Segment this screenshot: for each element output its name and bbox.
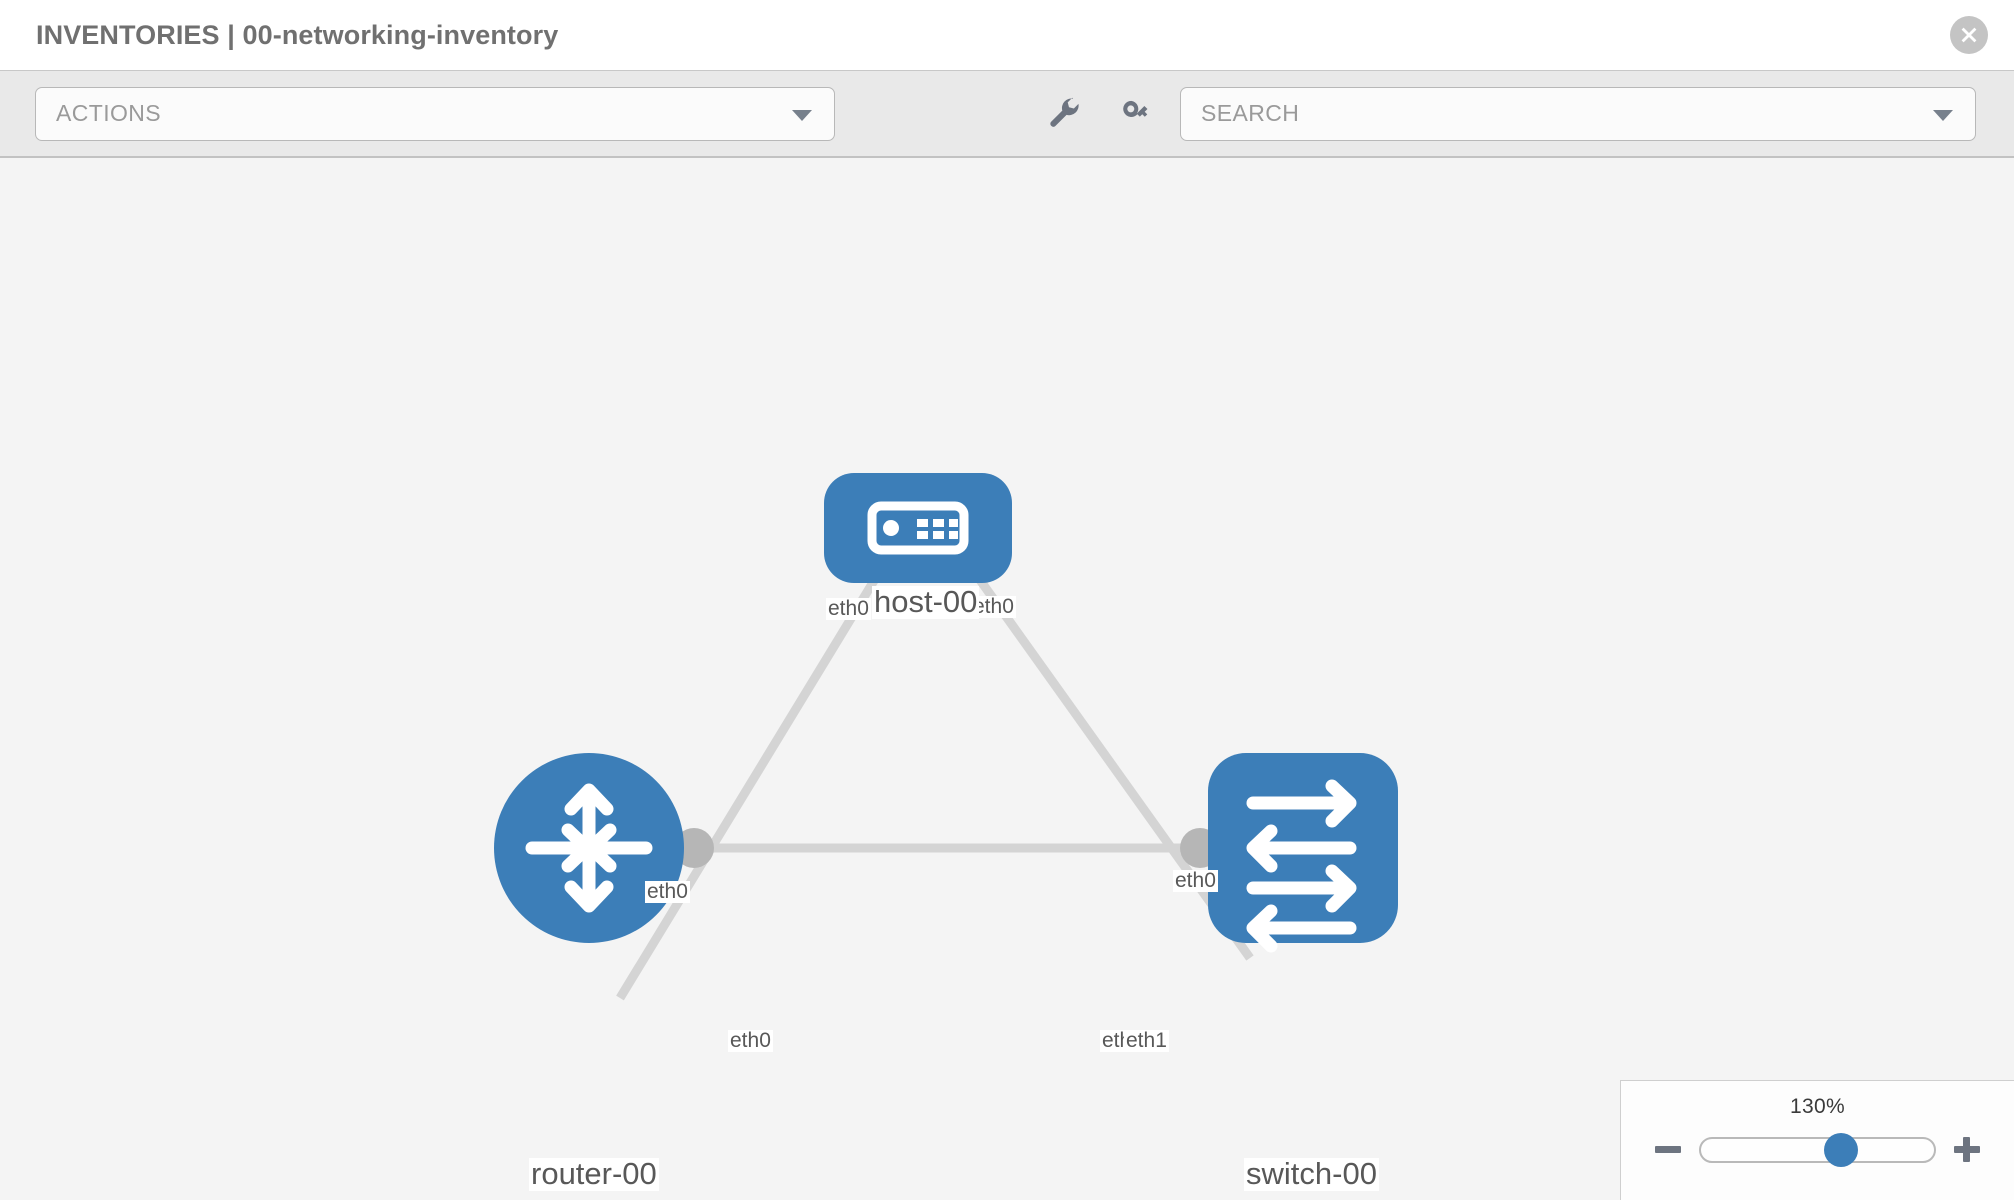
node-label-switch-00: switch-00 xyxy=(1244,1156,1379,1191)
node-label-host-00: host-00 xyxy=(872,584,980,619)
chevron-down-icon xyxy=(1933,109,1953,121)
interface-label: eth0 xyxy=(826,597,871,621)
page-title: INVENTORIES | 00-networking-inventory xyxy=(36,19,559,50)
page-header: INVENTORIES | 00-networking-inventory xyxy=(0,0,2014,70)
router-icon xyxy=(525,783,653,913)
zoom-in-button[interactable] xyxy=(1950,1133,1984,1167)
interface-label: eth0 xyxy=(1173,869,1218,893)
zoom-slider-row xyxy=(1621,1133,2014,1167)
zoom-out-button[interactable] xyxy=(1651,1133,1685,1167)
toolbar: ACTIONS SEARCH xyxy=(0,70,2014,158)
node-label-router-00: router-00 xyxy=(529,1156,659,1191)
zoom-slider[interactable] xyxy=(1699,1133,1936,1167)
actions-dropdown-label: ACTIONS xyxy=(56,100,162,126)
zoom-control-panel: 130% xyxy=(1620,1080,2014,1200)
endpoint-router-eth0 xyxy=(674,828,714,868)
search-input[interactable]: SEARCH xyxy=(1180,86,1976,141)
node-router-00 xyxy=(494,753,684,943)
switch-icon xyxy=(1246,779,1357,953)
zoom-slider-thumb[interactable] xyxy=(1823,1133,1858,1167)
search-placeholder: SEARCH xyxy=(1201,100,1300,126)
chevron-down-icon xyxy=(792,109,812,121)
close-icon[interactable] xyxy=(1950,16,1988,54)
node-host-00 xyxy=(824,473,1012,583)
key-icon[interactable] xyxy=(1112,88,1160,136)
interface-label: eth0 xyxy=(645,880,690,904)
zoom-percent-label: 130% xyxy=(1790,1095,1845,1118)
interface-label: eth0 xyxy=(728,1029,773,1053)
node-switch-00 xyxy=(1208,753,1398,953)
interface-label: eth1 xyxy=(1124,1029,1169,1053)
actions-dropdown[interactable]: ACTIONS xyxy=(35,86,835,141)
wrench-icon[interactable] xyxy=(1040,88,1088,136)
interface-label: eth0 xyxy=(971,595,1016,619)
server-icon xyxy=(867,501,969,555)
topology-canvas[interactable]: eth0 eth0 eth0 eth0 eth0 eth0 eth1 host-… xyxy=(0,158,2014,1200)
